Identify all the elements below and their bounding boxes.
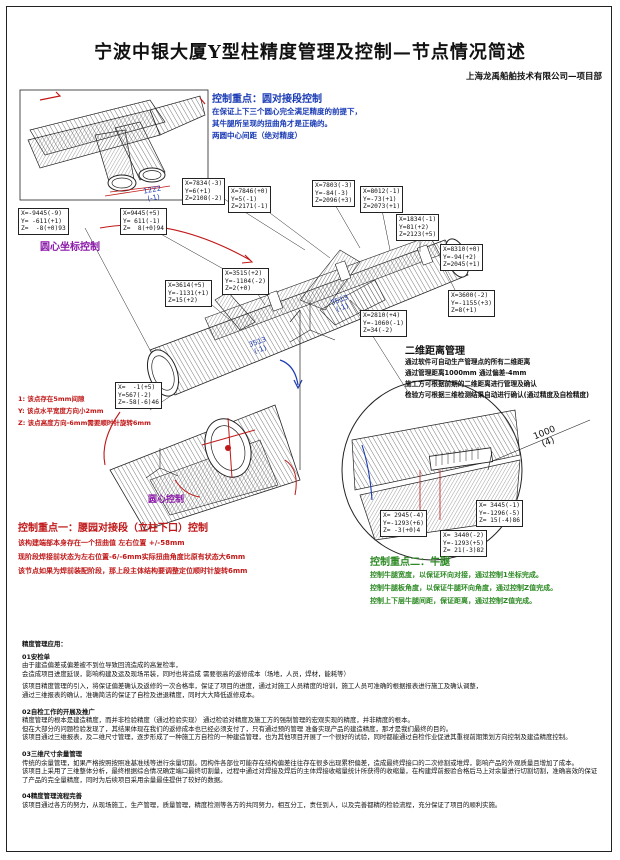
- notes-section-title: 04精度管理流程完善: [22, 792, 83, 801]
- page-frame: [6, 6, 612, 852]
- callout-waist-joint: 控制重点一：腰园对接段（立柱下口）控制 该构建端部本身存在一个扭曲值 左右位置 …: [18, 522, 348, 578]
- notes-heading: 精度管理应用：: [22, 640, 67, 648]
- coord-box-a: X=-9445(-9)Y= -611(+1)Z= -8(+0)93: [18, 208, 69, 235]
- left-deviation-notes: 1: 该点存在5mm间隙 Y: 该点水平宽度方向小2mm Z: 该点高度方向-6…: [18, 395, 151, 427]
- coord-box-l: X=3614(+5)Y=-1131(+1)Z=15(+2): [165, 280, 212, 307]
- callout-2d-distance: 二维距离管理 通过软件可自动生产管理点的所有二维距离 通过管理距离1000mm …: [405, 346, 610, 401]
- notes-section-title: 02自检工作的开展及推广: [22, 707, 95, 716]
- coord-box-p: X=8310(+0)Y=-94(+2)Z=2045(+1): [440, 244, 484, 271]
- circle-center-label: 圆心坐标控制: [40, 242, 100, 253]
- company-name: 上海龙禹船舶技术有限公司—项目部: [465, 72, 602, 82]
- coord-box-o: X=2810(+4)Y=-1060(-1)Z=34(-2): [360, 310, 407, 337]
- page-title: 宁波中银大厦Y型柱精度管理及控制—节点情况简述: [94, 42, 526, 63]
- coord-box-m: X=3515(+2)Y=-1104(-2)Z=2(+0): [222, 268, 269, 295]
- coord-box-b: X=9445(+5)Y= 611(-1)Z= 8(+0)94: [120, 208, 167, 235]
- coord-box-e: X= 3445(-1)Y=-1296(-5)Z= 15(-4)86: [476, 500, 523, 527]
- coord-box-c: X= -1(+5)Y=567(-2)Z=-58(-6)46: [115, 382, 162, 409]
- dimension-label-1: 1222(-1): [142, 184, 162, 203]
- callout-2d-distance-heading: 二维距离管理: [405, 346, 465, 357]
- coord-box-n: X=3600(-2)Y=-1155(+3)Z=8(+1): [448, 290, 495, 317]
- callout-waist-joint-heading: 控制重点一：腰园对接段（立柱下口）控制: [18, 523, 208, 534]
- coord-box-g: X=7834(-3)Y=6(+1)Z=2108(-2): [182, 178, 226, 205]
- coord-box-f: X= 3440(-2)Y=-1293(+5)Z= 21(-3)82: [440, 530, 487, 557]
- coord-box-k: X=1834(-1)Y=81(+2)Z=2123(+5): [396, 214, 440, 241]
- callout-round-joint: 控制重点：圆对接段控制 在保证上下三个圆心完全满足精度的前提下， 其牛腿所呈现的…: [212, 94, 432, 142]
- coord-box-h: X=7846(+0)Y=5(-1)Z=2171(-1): [228, 186, 272, 213]
- notes-section: 精度管理应用： 01安检单 由于建造偏差或偏差被不到位导致回流造成的高复检率， …: [22, 636, 602, 810]
- coord-box-i: X=7803(-3)Y=-84(-3)Z=2096(+3): [312, 180, 356, 207]
- coord-box-d: X= 2945(-4)Y=-1293(+6)Z= -3(+0)4: [380, 510, 427, 537]
- coord-box-j: X=8012(-1)Y=-73(+1)Z=2073(+1): [360, 186, 404, 213]
- callout-round-joint-heading: 控制重点：圆对接段控制: [212, 94, 322, 105]
- inset-frame: [19, 89, 209, 201]
- notes-section-title: 03三维尺寸余量管理: [22, 749, 83, 758]
- callout-bracket-heading: 控制重点二：牛腿: [370, 557, 450, 568]
- notes-section-title: 01安检单: [22, 652, 51, 661]
- callout-bracket: 控制重点二：牛腿 控制牛腿宽度，以保证环向对接，通过控制1坐标完成。 控制牛腿板…: [370, 556, 610, 608]
- circle-control-label: 圆心控制: [148, 495, 185, 505]
